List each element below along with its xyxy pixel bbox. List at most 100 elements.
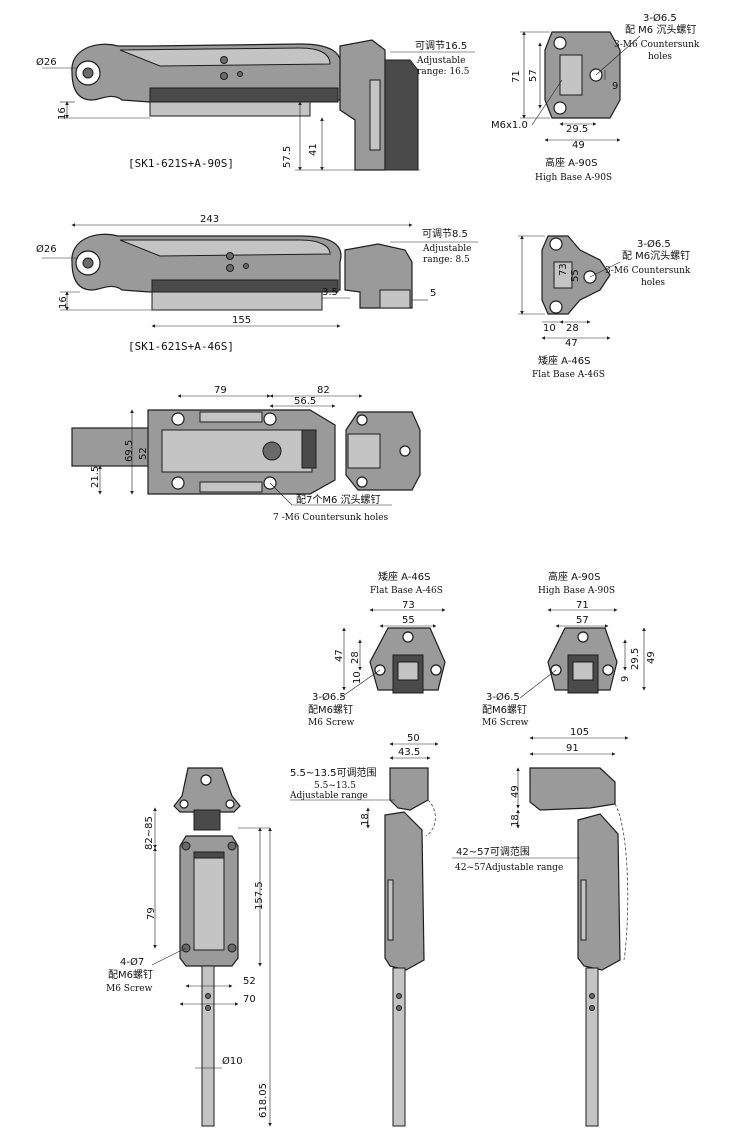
flat-base-slot xyxy=(553,261,573,289)
fb-dim-28: 28 xyxy=(566,323,579,334)
sf-rod xyxy=(392,967,406,1127)
hb-dim-49: 49 xyxy=(572,140,585,151)
sf-swing-arc xyxy=(425,799,436,837)
adjust-cn-2: 可调节8.5 xyxy=(422,228,468,240)
hbs-dim-29-5: 29.5 xyxy=(630,648,641,670)
dim-dia-26: Ø26 xyxy=(36,56,57,68)
sh-range-cn: 42~57可调范围 xyxy=(456,845,530,858)
adjust-en-2a: Adjustable xyxy=(422,244,471,254)
fb-dim-73: 73 xyxy=(558,263,569,276)
plan-hole-1 xyxy=(171,412,185,426)
sh-dim-49: 49 xyxy=(510,785,521,798)
vf-dim-70: 70 xyxy=(243,994,256,1005)
fb-title-en: Flat Base A-46S xyxy=(532,370,605,380)
vf-dim-82-85: 82~85 xyxy=(144,816,155,850)
plan-screw-cn: 配7个M6 沉头螺钉 xyxy=(296,493,381,506)
fbs-dim-47: 47 xyxy=(334,649,345,662)
adjust-en-2b: range: 8.5 xyxy=(423,255,470,265)
high-base-small-view: 高座 A-90S High Base A-90S 71 57 29.5 49 9… xyxy=(482,570,657,728)
hb-dim-29-5: 29.5 xyxy=(566,124,588,135)
plan-hole-5 xyxy=(356,414,368,426)
fbs-dim-10: 10 xyxy=(352,671,363,684)
side-high-view: 105 91 49 18 42~57可调范围 42~57Adjustable r… xyxy=(452,727,629,1127)
plan-screw-en: 7 -M6 Countersunk holes xyxy=(273,513,389,523)
fb-hole-3 xyxy=(549,300,563,314)
fb-dim-47: 47 xyxy=(565,338,578,349)
screw-2b xyxy=(226,264,234,272)
sf-pin-2 xyxy=(396,1005,402,1011)
fbs-hole-3 xyxy=(430,664,442,676)
fbs-center-slot xyxy=(397,661,419,681)
fb-dim-55: 55 xyxy=(570,269,581,282)
plan-hole-3 xyxy=(171,476,185,490)
m-dim-3-5: 3.5 xyxy=(322,287,338,298)
plan-inner-channel xyxy=(161,429,313,473)
base-plate-lower xyxy=(149,101,311,117)
handle-top-highlight-2 xyxy=(119,239,331,257)
keeper-bracket xyxy=(384,59,419,171)
vf-hole-2-text: 配M6螺钉 xyxy=(108,969,153,981)
vf-hole-4 xyxy=(227,943,237,953)
hbs-center-slot xyxy=(572,661,594,681)
plan-view: 79 82 56.5 69.5 52 21.5 配7个M6 沉头螺钉 7 -M6… xyxy=(71,385,421,523)
plan-dim-69-5: 69.5 xyxy=(124,440,135,462)
vf-dim-79: 79 xyxy=(146,907,157,920)
vf-inner-panel xyxy=(193,857,225,951)
fbs-dim-73: 73 xyxy=(402,600,415,611)
side-flat-view: 50 43.5 18 5.5~13.5可调范围 5.5~13.5 Adjusta… xyxy=(289,733,439,1127)
hbs-dim-9: 9 xyxy=(620,676,631,682)
plan-keeper xyxy=(345,411,421,491)
hbs-title-cn: 高座 A-90S xyxy=(548,570,600,583)
flat-base-small-view: 矮座 A-46S Flat Base A-46S 73 55 47 28 10 … xyxy=(308,570,446,728)
fbs-hole-1-text: 3-Ø6.5 xyxy=(312,691,346,703)
fb-hole-en1: 3-M6 Countersunk xyxy=(605,266,691,276)
adjust-en-1b: range: 16.5 xyxy=(417,67,470,77)
sf-dim-50: 50 xyxy=(407,733,420,744)
sf-keeper xyxy=(389,767,429,811)
m-dim-16: 16 xyxy=(58,296,69,309)
model-label-46s: [SK1-621S+A-46S] xyxy=(128,340,234,353)
adjust-en-1a: Adjustable xyxy=(416,56,465,66)
vf-keeper-hole-2 xyxy=(179,799,189,809)
plan-hole-2 xyxy=(263,412,277,426)
base-plate-lower-2 xyxy=(151,291,323,311)
screw-2a xyxy=(226,252,234,260)
flat-base-top-view: 3-Ø6.5 配 M6沉头螺钉 3-M6 Countersunk holes 7… xyxy=(518,235,691,380)
flat-base-plate xyxy=(541,235,611,315)
vf-keeper-hole-3 xyxy=(225,799,235,809)
plan-dim-52: 52 xyxy=(138,447,149,460)
plan-slot-top xyxy=(199,411,263,423)
vf-hole-1 xyxy=(181,841,191,851)
hb-hole-cn2: 配 M6 沉头螺钉 xyxy=(625,23,696,36)
dim-16: 16 xyxy=(57,107,68,120)
sh-dim-18: 18 xyxy=(510,814,521,827)
sh-latch-body xyxy=(577,813,621,971)
sf-latch-body xyxy=(384,811,425,971)
sf-dim-43-5: 43.5 xyxy=(398,747,420,758)
fb-dim-10: 10 xyxy=(543,323,556,334)
sh-swing-arc xyxy=(614,803,629,961)
screw-2c xyxy=(243,263,249,269)
sf-inner xyxy=(387,879,394,941)
top-side-view: Ø26 16 57.5 41 可调节16.5 Adjustable range:… xyxy=(36,39,475,171)
hb-hole-1 xyxy=(553,36,567,50)
keeper-ribs xyxy=(369,79,381,151)
hb-dim-9: 9 xyxy=(612,81,618,92)
high-base-slot xyxy=(559,54,583,96)
hb-title-en: High Base A-90S xyxy=(535,173,612,183)
plan-dim-79: 79 xyxy=(214,385,227,396)
sf-range-1: 5.5~13.5 xyxy=(314,781,356,791)
base-plate-2 xyxy=(151,279,339,293)
model-label-90s: [SK1-621S+A-90S] xyxy=(128,157,234,170)
hbs-hole-1 xyxy=(577,631,589,643)
screw-c xyxy=(237,71,243,77)
vf-hole-1-text: 4-Ø7 xyxy=(120,956,144,968)
plan-dim-56-5: 56.5 xyxy=(294,396,316,407)
vf-keeper xyxy=(173,767,241,813)
base-plate xyxy=(149,87,339,103)
hb-hole-en2: holes xyxy=(648,52,672,62)
dim-57-5: 57.5 xyxy=(282,146,293,168)
high-base-top-view: 3-Ø6.5 配 M6 沉头螺钉 3-M6 Countersunk holes … xyxy=(491,12,700,183)
fb-hole-cn: 3-Ø6.5 xyxy=(637,238,671,250)
